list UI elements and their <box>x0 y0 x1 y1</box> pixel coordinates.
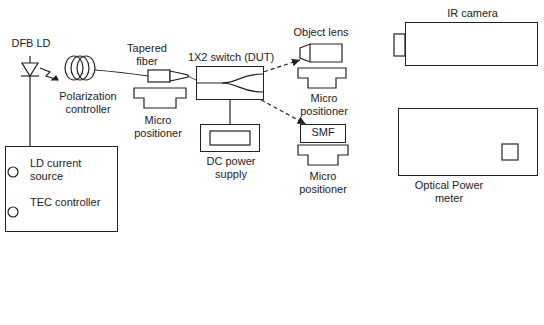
controller-box: LD current sourceTEC controller <box>5 146 118 232</box>
box-heading: Object lens <box>286 26 356 39</box>
box-heading: DC power supply <box>198 155 264 180</box>
power-supply-box: DC power supply <box>200 124 260 152</box>
part-label: Polarization controller <box>56 90 120 115</box>
waveguide <box>197 74 263 83</box>
part-label: DFB LD <box>8 37 54 50</box>
tapered-fiber <box>170 71 188 81</box>
waveguide <box>222 83 263 92</box>
display <box>210 131 250 145</box>
meter-button <box>502 144 518 160</box>
wire <box>29 56 30 63</box>
light-path-arrow <box>261 100 305 124</box>
fiber-tip <box>188 76 196 80</box>
box-text: TEC controller <box>30 196 110 209</box>
box-text: SMF <box>305 126 341 139</box>
part-label: Tapered fiber <box>122 42 172 67</box>
fiber-coil <box>77 56 95 80</box>
wire <box>29 76 30 146</box>
micro-positioner-symbol <box>298 145 348 165</box>
cable <box>229 100 230 124</box>
camera-box: IR camera <box>405 22 538 66</box>
fiber <box>95 70 148 76</box>
box-heading: Optical Power meter <box>409 179 489 204</box>
knob <box>8 207 18 217</box>
box-heading: 1X2 switch (DUT) <box>186 51 276 64</box>
micro-positioner-symbol <box>298 68 346 88</box>
micro-positioner-symbol <box>134 88 186 108</box>
box-heading: IR camera <box>433 7 513 20</box>
knob <box>8 167 18 177</box>
arrow-head <box>52 76 58 80</box>
object-lens: Object lens <box>300 42 342 64</box>
diode-symbol <box>22 63 38 76</box>
box-text: LD current source <box>30 157 92 182</box>
switch-box: 1X2 switch (DUT) <box>196 66 264 100</box>
fiber-holder <box>148 70 170 82</box>
power-meter-box: Optical Power meter <box>398 108 538 176</box>
part-label: Micro positioner <box>128 114 188 139</box>
lens-ring <box>309 44 310 62</box>
object-lens-symbol <box>300 44 342 62</box>
part-label: Micro positioner <box>296 92 352 117</box>
part-label: Micro positioner <box>294 170 352 195</box>
light-emission <box>40 68 58 80</box>
fiber-box: SMF <box>300 124 346 143</box>
camera-lens <box>394 34 405 56</box>
